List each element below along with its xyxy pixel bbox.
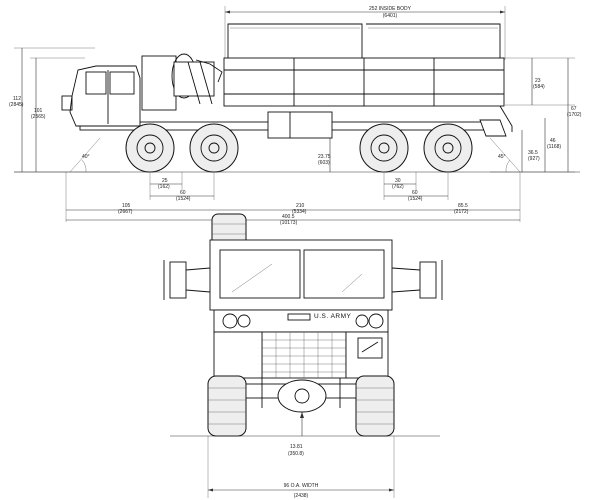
differential [277, 379, 327, 413]
overall-width-metric: (2438) [294, 493, 309, 499]
front-tire-right [355, 375, 395, 437]
ground-clearance-label: 23.75 [318, 154, 331, 160]
bed-floor-label: 67 [571, 106, 577, 112]
bed-side-label: 23 [535, 78, 541, 84]
front-tandem-label: 25 [162, 178, 168, 184]
height-top-metric: (2565) [31, 114, 46, 120]
dim-height-right: 23 (584) 67 (1702) 46 (1168) 36.5 (927) [490, 57, 582, 173]
warning-plate [357, 337, 383, 359]
fuel-tank [267, 111, 333, 139]
headlight-left [222, 313, 238, 329]
bed-side-metric: (584) [533, 84, 545, 90]
wheel-4 [423, 123, 473, 173]
rear-tandem-metric: (762) [392, 184, 404, 190]
rear-tail-label: 36.5 [528, 150, 538, 156]
wheel-1 [125, 123, 175, 173]
wheel-3 [359, 123, 409, 173]
hood-band [213, 309, 389, 333]
side-wheels [125, 123, 473, 173]
rear-tandem-label: 30 [395, 178, 401, 184]
height-overall-metric: (2845) [9, 102, 24, 108]
front-overhang-label: 105 [122, 203, 131, 209]
wheelbase-metric: (5334) [292, 209, 307, 215]
track-clearance-metric: (350.8) [288, 451, 304, 457]
truck-side [61, 23, 513, 139]
height-overall-label: 112 [13, 96, 21, 102]
front-spread-metric: (1524) [176, 196, 191, 202]
rear-overhang-metric: (2172) [454, 209, 469, 215]
equipment-box [141, 55, 177, 111]
headlight-right [368, 313, 384, 329]
overall-length-label: 400.5 [282, 214, 295, 220]
cab [69, 65, 141, 127]
rear-tail-metric: (927) [528, 156, 540, 162]
rear-height-label: 46 [550, 138, 556, 144]
front-spread-label: 60 [180, 190, 186, 196]
rear-height-metric: (1168) [547, 144, 561, 150]
height-top-label: 101 [34, 108, 43, 114]
bumper-marking: U.S. ARMY [314, 313, 352, 320]
front-view: U.S. ARMY [163, 213, 443, 499]
inside-body-label: 252 INSIDE BODY [369, 6, 412, 12]
front-tandem-metric: (162) [158, 184, 170, 190]
overall-length-metric: (10173) [280, 220, 298, 226]
dim-lengths: 105 (2667) 210 (5334) 85.5 (2172) 400.5 … [65, 172, 521, 226]
inside-body-metric: (6401) [383, 13, 398, 19]
rear-spread-metric: (1524) [408, 196, 423, 202]
mirror-right [419, 261, 437, 299]
wheel-2 [189, 123, 239, 173]
ground-clearance-metric: (603) [318, 160, 330, 166]
mirror-left [169, 261, 187, 299]
front-tire-left [207, 375, 247, 437]
overall-width-label: 96 O.A. WIDTH [284, 483, 319, 489]
dim-ground-clearance: 23.75 (603) [318, 138, 331, 172]
windshield-left [219, 249, 301, 299]
bed-floor-metric: (1702) [567, 112, 582, 118]
dim-inside-body: 252 INSIDE BODY (6401) [224, 6, 506, 60]
side-view: 252 INSIDE BODY (6401) 112 (2845) 101 (2… [9, 6, 582, 226]
rear-overhang-label: 85.5 [458, 203, 468, 209]
departure-angle-label: 45° [498, 154, 506, 160]
windshield-right [303, 249, 385, 299]
wheelbase-label: 210 [296, 203, 305, 209]
rear-spread-label: 60 [412, 190, 418, 196]
dim-axle-spacing: 25 (162) 60 (1524) 30 (762) 60 (1524) [149, 172, 449, 202]
approach-angle-label: 40° [82, 154, 90, 160]
track-clearance-label: 13.81 [290, 444, 303, 450]
front-overhang-metric: (2667) [118, 209, 133, 215]
